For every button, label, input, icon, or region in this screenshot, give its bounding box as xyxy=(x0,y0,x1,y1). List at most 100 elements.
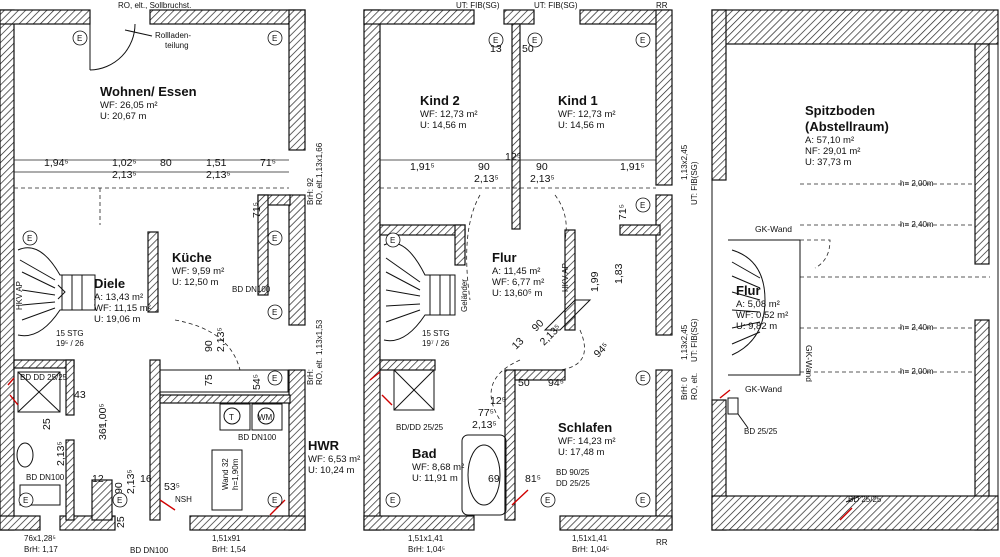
svg-text:E: E xyxy=(272,308,277,317)
eg-right-ro: RO, elt. xyxy=(315,178,324,205)
svg-text:E: E xyxy=(117,496,122,505)
svg-text:13: 13 xyxy=(490,43,502,55)
svg-text:E: E xyxy=(23,496,28,505)
og-room-kind2-u: U: 14,56 m xyxy=(420,120,467,131)
og-right-ut-2: UT: FIB(SG) xyxy=(690,318,699,362)
eg-room-hwr-u: U: 10,24 m xyxy=(308,465,355,476)
svg-text:1,51: 1,51 xyxy=(206,157,227,169)
svg-text:75: 75 xyxy=(203,374,215,386)
svg-text:E: E xyxy=(640,201,645,210)
eg-wall-right-upper xyxy=(288,9,306,151)
og-diagonal-wall xyxy=(543,299,592,331)
svg-text:71⁵: 71⁵ xyxy=(617,204,629,220)
eg-window2-bottom-brh: BrH: 1,54 xyxy=(212,545,246,554)
svg-text:E: E xyxy=(640,374,645,383)
svg-text:2,13⁵: 2,13⁵ xyxy=(206,169,231,181)
dg-height-200-top: h= 2,00m xyxy=(900,179,934,188)
eg-wall-top-right xyxy=(149,9,306,25)
svg-text:80: 80 xyxy=(160,157,172,169)
dg-room-flur-u: U: 9,82 m xyxy=(736,321,777,332)
dg-gk-wand-right: GK-Wand xyxy=(804,345,814,382)
svg-text:12⁵: 12⁵ xyxy=(490,395,506,407)
og-red-marker-2 xyxy=(511,489,529,506)
svg-text:E: E xyxy=(493,36,498,45)
eg-wall-bottom-left xyxy=(0,515,41,531)
svg-text:54⁵: 54⁵ xyxy=(251,374,263,390)
og-wall-bottom-right xyxy=(559,515,673,531)
og-window-bottom-1-size: 1,51x1,41 xyxy=(408,534,444,543)
eg-red-marker-1 xyxy=(7,377,19,406)
og-window-bottom-2-size: 1,51x1,41 xyxy=(572,534,608,543)
eg-room-wohnen-name: Wohnen/ Essen xyxy=(100,84,197,99)
og-door-arc-1 xyxy=(466,194,481,301)
svg-text:1,91⁵: 1,91⁵ xyxy=(620,161,645,173)
dg-wall-top xyxy=(711,9,999,45)
eg-room-hwr-wf: WF: 6,53 m² xyxy=(308,454,360,465)
og-room-kind1-name: Kind 1 xyxy=(558,93,598,108)
eg-stairs xyxy=(17,247,96,337)
eg-washer-label: WM xyxy=(258,413,273,422)
dg-room-spitzboden-nf: NF: 29,01 m² xyxy=(805,146,860,157)
eg-teilung-label: teilung xyxy=(165,41,189,50)
og-door-arc-3 xyxy=(490,359,521,421)
og-rr-bottom: RR xyxy=(656,538,668,547)
og-top-label-left: UT: FIB(SG) xyxy=(456,1,500,10)
attic-floor-plan: Spitzboden (Abstellraum) A: 57,10 m² NF:… xyxy=(711,9,999,531)
og-wall-bad-right xyxy=(504,369,516,521)
svg-text:90: 90 xyxy=(536,161,548,173)
eg-wand-box xyxy=(211,449,243,511)
eg-right-brh: BrH: 92 xyxy=(306,177,315,205)
og-room-flur-a: A: 11,45 m² xyxy=(492,266,540,277)
og-room-flur-wf: WF: 6,77 m² xyxy=(492,277,544,288)
og-right-ut-1: UT: FIB(SG) xyxy=(690,161,699,205)
og-red-marker-1 xyxy=(369,371,393,406)
eg-wall-hwr-top xyxy=(157,394,291,404)
svg-text:12: 12 xyxy=(92,473,104,485)
dg-outline xyxy=(711,9,999,531)
eg-shower-tray xyxy=(17,371,61,413)
svg-text:90: 90 xyxy=(113,482,125,494)
eg-top-label: RO, elt., Sollbruchst. xyxy=(118,1,191,10)
dg-red-marker-2 xyxy=(839,507,853,521)
og-room-schlafen-name: Schlafen xyxy=(558,420,612,435)
svg-text:50: 50 xyxy=(522,43,534,55)
eg-wall-bottom-right xyxy=(189,515,306,531)
og-room-schlafen-u: U: 17,48 m xyxy=(558,447,605,458)
eg-wand-label: Wand 32 xyxy=(221,458,230,490)
eg-leader-1 xyxy=(124,29,153,37)
svg-text:2,13⁵: 2,13⁵ xyxy=(125,469,137,494)
dg-gk-wand-top: GK-Wand xyxy=(755,224,792,234)
og-window-bottom-1-brh: BrH: 1,04⁵ xyxy=(408,545,445,554)
dg-room-spitzboden-u: U: 37,73 m xyxy=(805,157,852,168)
og-wall-top-mid xyxy=(503,9,535,25)
eg-wall-kitchen-right xyxy=(257,194,269,296)
og-wall-top-left xyxy=(363,9,475,25)
svg-text:94⁵: 94⁵ xyxy=(592,340,612,360)
eg-stairs-count: 15 STG xyxy=(56,329,84,338)
svg-text:1,83: 1,83 xyxy=(613,263,625,284)
eg-room-diele-wf: WF: 11,15 m² xyxy=(94,303,151,314)
eg-sink xyxy=(19,484,61,506)
og-room-bad-u: U: 11,91 m xyxy=(412,473,458,484)
eg-wall-wc-lower xyxy=(65,439,75,521)
og-door-arc-4 xyxy=(559,329,585,371)
svg-text:E: E xyxy=(77,34,82,43)
svg-text:2,13⁵: 2,13⁵ xyxy=(472,419,497,431)
svg-text:1,99: 1,99 xyxy=(589,271,601,292)
og-dd2525-label: DD 25/25 xyxy=(556,479,590,488)
svg-text:E: E xyxy=(640,36,645,45)
svg-text:E: E xyxy=(272,34,277,43)
eg-wall-entry xyxy=(91,479,113,521)
eg-window2-bottom-size: 1,51x91 xyxy=(212,534,241,543)
eg-wall-left xyxy=(0,9,15,531)
dg-wall-right-upper xyxy=(974,43,990,265)
og-bd9025-label: BD 90/25 xyxy=(556,468,590,477)
svg-text:E: E xyxy=(545,496,550,505)
og-bath-basin xyxy=(467,444,501,506)
og-stairs-size: 19⁷ / 26 xyxy=(422,339,450,348)
og-shower-diag-2 xyxy=(393,369,435,411)
eg-room-hwr-name: HWR xyxy=(308,438,340,453)
eg-dryer-label: T xyxy=(229,413,234,422)
